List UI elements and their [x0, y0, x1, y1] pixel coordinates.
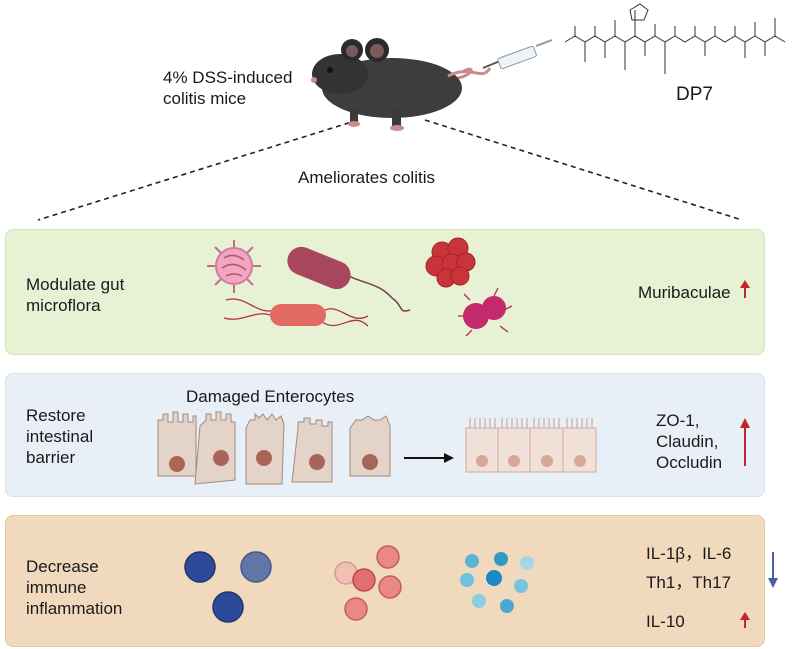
coccus-cluster-icon — [425, 237, 476, 288]
barrier-label-line3: barrier — [26, 448, 76, 467]
effect-label: Ameliorates colitis — [298, 168, 435, 187]
marker-claudin: Claudin, — [656, 432, 719, 451]
arrow-down-cytokines — [768, 552, 778, 588]
diplococcus-icon — [458, 287, 513, 337]
barrier-markers: ZO-1, Claudin, Occludin — [656, 410, 722, 473]
mouse-icon — [311, 38, 473, 131]
marker-th1-th17: Th1，Th17 — [646, 573, 732, 592]
marker-zo1: ZO-1, — [656, 411, 700, 430]
arrow-up-il10 — [740, 612, 750, 628]
microflora-panel: Modulate gut microflora Muribaculae — [5, 229, 765, 355]
immune-cells-red — [334, 545, 402, 621]
damaged-nuclei — [169, 450, 378, 472]
barrier-label-line1: Restore — [26, 406, 86, 425]
damaged-enterocytes — [157, 411, 391, 485]
transition-arrowhead — [444, 453, 454, 463]
virus-icon — [207, 240, 261, 293]
immune-label-line3: inflammation — [26, 599, 123, 618]
healthy-enterocytes — [465, 418, 597, 473]
damaged-enterocytes-label: Damaged Enterocytes — [186, 387, 355, 406]
immune-label-line1: Decrease — [26, 557, 99, 576]
immune-cells-blue — [184, 551, 272, 623]
barrier-label-line2: intestinal — [26, 427, 94, 446]
immune-label-line2: immune — [26, 578, 87, 597]
arrow-up-barrier-markers — [740, 418, 750, 466]
microflora-label: Modulate gut microflora — [26, 274, 124, 316]
dashed-line-right — [424, 119, 743, 221]
immune-label: Decrease immune inflammation — [26, 556, 122, 619]
marker-il10: IL-10 — [646, 612, 685, 631]
flagellated-bacterium-icon — [223, 298, 369, 327]
muribaculae-label: Muribaculae — [638, 283, 731, 302]
mice-label-line2: colitis mice — [163, 89, 247, 108]
mice-label-line1: 4% DSS-induced — [163, 68, 293, 87]
drug-label: DP7 — [676, 84, 713, 105]
microflora-label-line1: Modulate gut — [26, 275, 125, 294]
syringe-icon — [447, 39, 553, 78]
microflora-label-line2: microflora — [26, 296, 101, 315]
immune-cells-cyan — [460, 552, 534, 613]
peptide-structure-icon — [564, 3, 786, 74]
arrow-up-muribaculae — [740, 280, 750, 298]
mice-label: 4% DSS-induced colitis mice — [163, 67, 292, 109]
rod-bacterium-icon — [287, 246, 411, 312]
marker-il1b-il6: IL-1β，IL-6 — [646, 544, 732, 563]
marker-occludin: Occludin — [656, 453, 723, 472]
dashed-line-left — [37, 119, 359, 221]
barrier-label: Restore intestinal barrier — [26, 405, 93, 468]
